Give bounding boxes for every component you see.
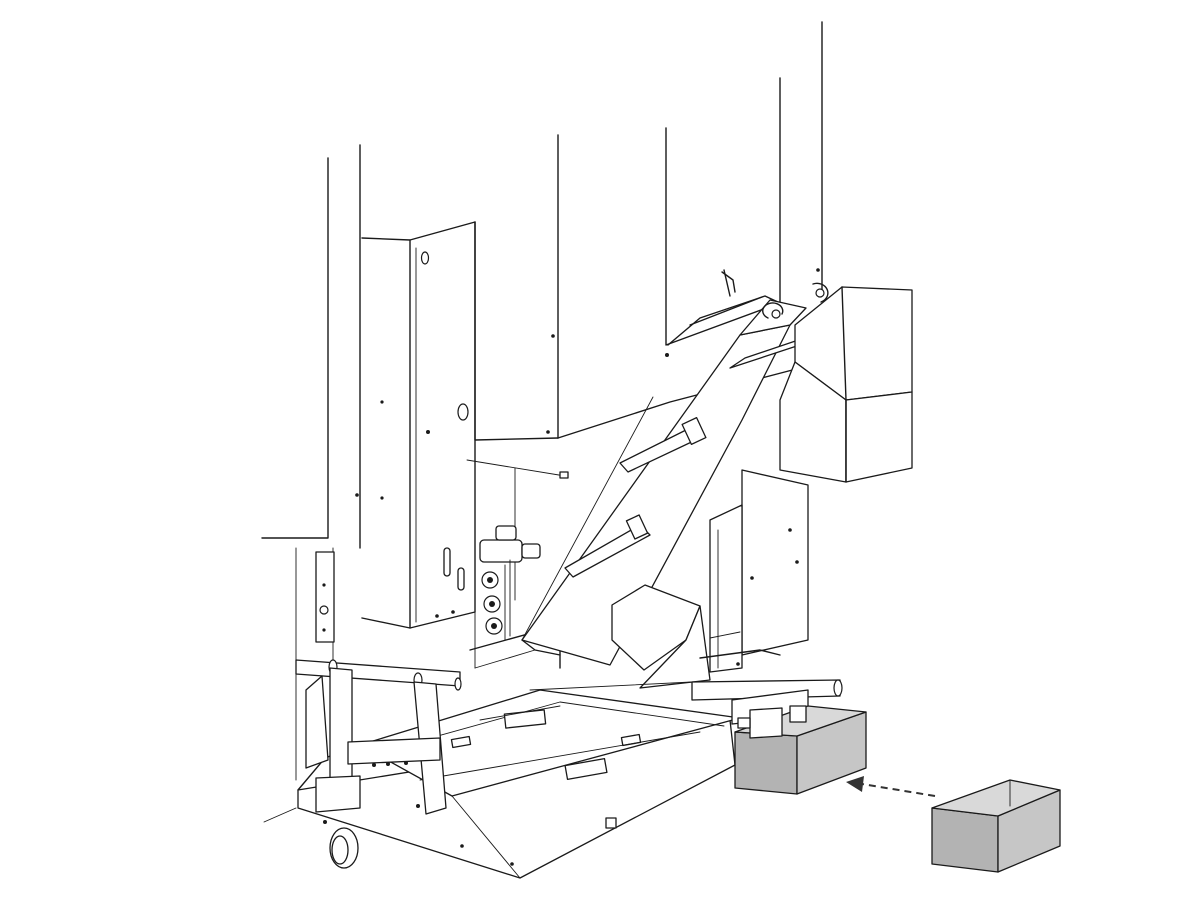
upper-housing [557, 21, 829, 439]
hopper-cabinet [361, 134, 569, 669]
trolley-handle [263, 659, 462, 869]
ash-bin-installed [734, 705, 867, 795]
side-cabinet [699, 469, 809, 673]
insert-arrow [846, 776, 936, 797]
boiler-housing [261, 144, 361, 781]
ash-bin-spare [931, 779, 1061, 873]
burner-tray [297, 689, 741, 879]
motor-housing [779, 286, 913, 483]
